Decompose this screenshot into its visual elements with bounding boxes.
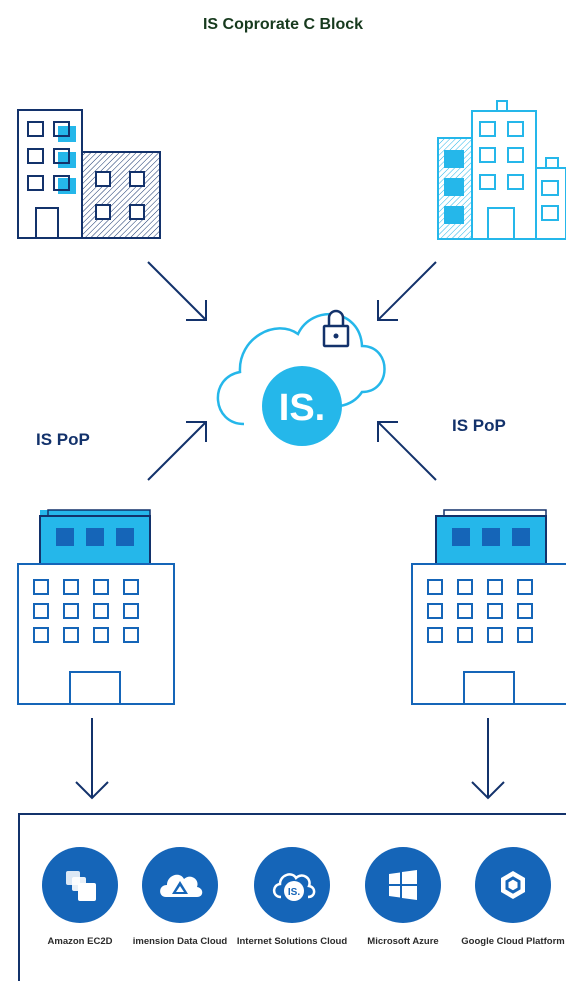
provider-label: imension Data Cloud xyxy=(132,936,228,947)
provider-amazon-ec2: Amazon EC2D xyxy=(24,847,136,948)
provider-google-cloud: Google Cloud Platform xyxy=(457,847,566,948)
provider-label: Microsoft Azure xyxy=(367,936,439,947)
arrow-bottom-right xyxy=(377,421,437,481)
provider-label: Google Cloud Platform xyxy=(461,936,565,947)
provider-microsoft-azure: Microsoft Azure xyxy=(347,847,459,948)
arrow-bottom-left xyxy=(147,421,207,481)
corporate-building-left xyxy=(17,109,161,239)
pop-label-right: IS PoP xyxy=(452,416,506,435)
pop-label-left: IS PoP xyxy=(36,430,90,449)
is-badge: IS. xyxy=(262,366,342,446)
diagram-title: IS Coprorate C Block xyxy=(202,16,364,33)
pop-building-left xyxy=(17,509,175,705)
provider-label: Amazon EC2D xyxy=(47,936,113,947)
arrow-top-left xyxy=(147,261,207,321)
cloud-providers-panel: Amazon EC2D imension Data Cloud IS. Inte… xyxy=(18,813,566,981)
is-cloud-icon: IS. xyxy=(254,847,330,923)
provider-dimension-data: imension Data Cloud xyxy=(124,847,236,948)
windows-icon xyxy=(365,847,441,923)
pop-building-right xyxy=(411,509,566,705)
arrow-down-right xyxy=(471,718,505,800)
provider-internet-solutions: IS. Internet Solutions Cloud xyxy=(236,847,348,948)
google-cloud-icon xyxy=(475,847,551,923)
is-cloud-badge-text: IS. xyxy=(288,887,300,898)
is-badge-text: IS. xyxy=(279,387,325,429)
arrow-down-left xyxy=(75,718,109,800)
flow-arrows xyxy=(75,261,505,800)
corporate-building-right xyxy=(437,100,566,240)
arrow-top-right xyxy=(377,261,437,321)
provider-label: Internet Solutions Cloud xyxy=(236,936,348,947)
lock-icon xyxy=(322,309,350,348)
amazon-ec2-icon xyxy=(42,847,118,923)
dimension-data-icon xyxy=(142,847,218,923)
